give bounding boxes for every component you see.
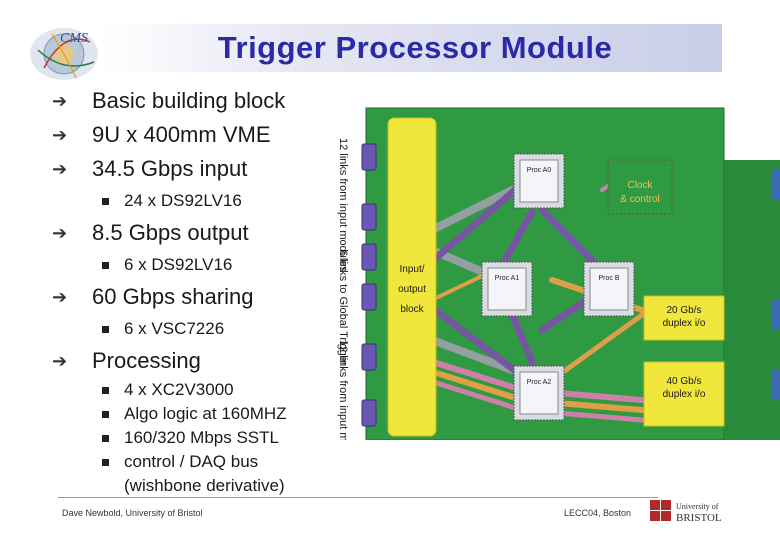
- square-bullet-icon: [102, 411, 109, 418]
- sub-bullet-item: 6 x VSC7226: [52, 314, 352, 344]
- proc-label: Proc A1: [495, 275, 520, 282]
- trace: [418, 296, 526, 380]
- bullet-item: ➔ Basic building block: [52, 84, 352, 118]
- bullet-text: 9U x 400mm VME: [92, 122, 271, 147]
- arrow-icon: ➔: [52, 91, 68, 111]
- sub-bullet-text: (wishbone derivative): [124, 476, 285, 495]
- arrow-icon: ➔: [52, 351, 68, 371]
- sub-bullet-text: Algo logic at 160MHZ: [124, 404, 287, 423]
- duplex-20-label: duplex i/o: [663, 318, 706, 329]
- sub-bullet-text: 6 x VSC7226: [124, 319, 225, 338]
- input-connectors: [361, 143, 377, 427]
- proc-label: Proc A0: [527, 167, 552, 174]
- bullet-text: 8.5 Gbps output: [92, 220, 249, 245]
- clock-control-label: & control: [620, 194, 659, 205]
- proc-a1-chip: Proc A1: [481, 261, 533, 317]
- connector: [361, 143, 377, 171]
- io-block: [387, 117, 437, 437]
- edge-connector: [772, 170, 780, 200]
- bristol-logo-line2: BRISTOL: [676, 512, 722, 524]
- sub-bullet-text: 4 x XC2V3000: [124, 380, 234, 399]
- square-bullet-icon: [102, 198, 109, 205]
- bristol-logo: University of BRISTOL: [650, 500, 722, 524]
- bullet-text: Processing: [92, 348, 201, 373]
- sub-bullet-item: 160/320 Mbps SSTL: [52, 426, 352, 450]
- sub-bullet-item: Algo logic at 160MHZ: [52, 402, 352, 426]
- sub-bullet-text: 160/320 Mbps SSTL: [124, 428, 279, 447]
- bullet-item: ➔ 34.5 Gbps input: [52, 152, 352, 186]
- duplex-20-block: [643, 295, 725, 341]
- trace: [538, 206, 606, 274]
- arrow-icon: ➔: [52, 287, 68, 307]
- arrow-icon: ➔: [52, 125, 68, 145]
- bullet-list: ➔ Basic building block ➔ 9U x 400mm VME ➔ 3…: [52, 84, 352, 498]
- link-label-mid: 6 links to Global Trigger: [337, 250, 349, 366]
- bullet-item: ➔ 9U x 400mm VME: [52, 118, 352, 152]
- clock-control-block: [607, 159, 673, 215]
- proc-a0-chip: Proc A0: [513, 153, 565, 209]
- title-bar: [100, 24, 722, 72]
- bullet-item: ➔ 8.5 Gbps output: [52, 216, 352, 250]
- trace: [418, 180, 526, 274]
- arrow-icon: ➔: [52, 223, 68, 243]
- bullet-item: ➔ 60 Gbps sharing: [52, 280, 352, 314]
- sub-bullet-continuation: (wishbone derivative): [52, 474, 352, 498]
- trace: [500, 208, 536, 266]
- trace: [430, 274, 484, 302]
- sub-bullet-item: 4 x XC2V3000: [52, 378, 352, 402]
- duplex-40-label: 40 Gb/s: [666, 376, 701, 387]
- sub-bullet-item: 24 x DS92LV16: [52, 186, 352, 216]
- link-label-top: 12 links from input modules: [337, 138, 349, 272]
- bristol-logo-line1: University of: [676, 502, 719, 511]
- footer-author: Dave Newbold, University of Bristol: [62, 508, 203, 518]
- cms-logo: CMS: [30, 28, 98, 80]
- duplex-40-label: duplex i/o: [663, 389, 706, 400]
- io-block-label: Input/: [399, 264, 424, 275]
- bullet-text: 34.5 Gbps input: [92, 156, 248, 181]
- trace: [428, 336, 516, 374]
- proc-label: Proc B: [598, 275, 619, 282]
- io-block-label: block: [400, 304, 424, 315]
- connector: [361, 203, 377, 231]
- square-bullet-icon: [102, 387, 109, 394]
- io-block-label: output: [398, 284, 426, 295]
- proc-b-chip: Proc B: [583, 261, 635, 317]
- sub-bullet-item: control / DAQ bus: [52, 450, 352, 474]
- footer-divider: [58, 497, 658, 498]
- clock-control-label: Clock: [627, 180, 653, 191]
- sub-bullet-text: 24 x DS92LV16: [124, 191, 242, 210]
- connector: [361, 243, 377, 271]
- sub-bullet-item: 6 x DS92LV16: [52, 250, 352, 280]
- sub-bullet-text: 6 x DS92LV16: [124, 255, 233, 274]
- edge-connector: [772, 370, 780, 400]
- duplex-20-label: 20 Gb/s: [666, 305, 701, 316]
- link-label-bottom: 12 links from input modules: [337, 340, 349, 440]
- duplex-40-block: [643, 361, 725, 427]
- board-diagram: Input/ output block 12 links from input …: [337, 107, 780, 440]
- square-bullet-icon: [102, 262, 109, 269]
- trace: [428, 186, 516, 234]
- proc-label: Proc A2: [527, 379, 552, 386]
- edge-connector: [772, 300, 780, 330]
- arrow-icon: ➔: [52, 159, 68, 179]
- footer-venue: LECC04, Boston: [564, 508, 632, 518]
- page-title: Trigger Processor Module: [217, 30, 613, 65]
- connector: [361, 283, 377, 311]
- square-bullet-icon: [102, 459, 109, 466]
- square-bullet-icon: [102, 326, 109, 333]
- svg-text:CMS: CMS: [60, 31, 88, 46]
- proc-a2-chip: Proc A2: [513, 365, 565, 421]
- sub-bullet-text: control / DAQ bus: [124, 452, 259, 471]
- board-edge-strip: [724, 160, 780, 440]
- square-bullet-icon: [102, 435, 109, 442]
- connector: [361, 399, 377, 427]
- bullet-text: 60 Gbps sharing: [92, 284, 254, 309]
- trace: [549, 312, 645, 383]
- bullet-item: ➔ Processing: [52, 344, 352, 378]
- bullet-text: Basic building block: [92, 88, 286, 113]
- connector: [361, 343, 377, 371]
